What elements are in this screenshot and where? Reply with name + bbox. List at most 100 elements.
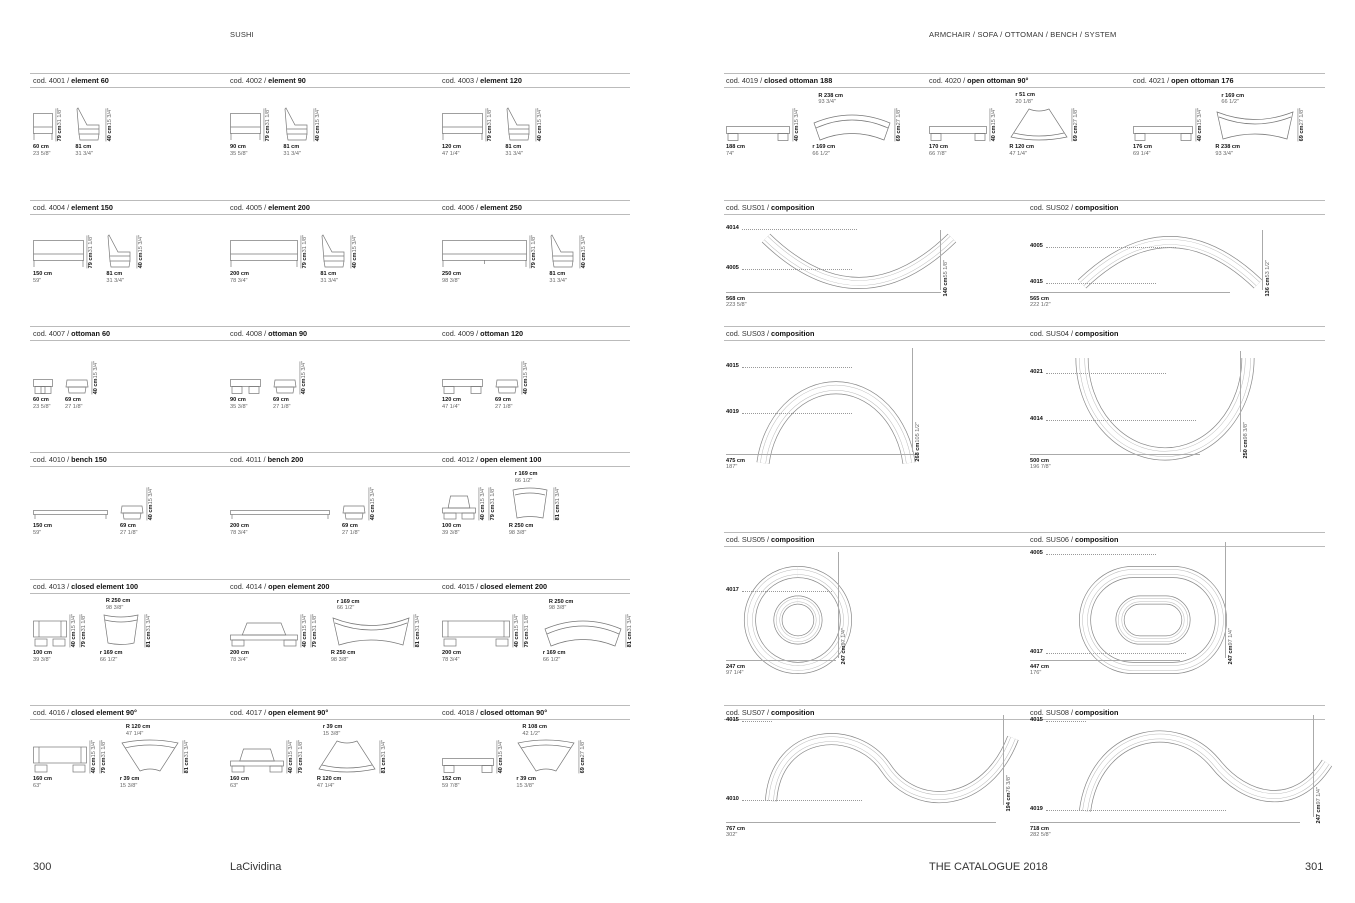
- module-label: 4021: [1030, 369, 1043, 375]
- product-title: cod. 4018 / closed ottoman 90°: [442, 708, 547, 717]
- open-element-front-drawing: [230, 622, 298, 647]
- dimension-cm: 40 cm: [288, 757, 294, 774]
- dimension-cm: 500 cm: [1030, 458, 1049, 464]
- dimension-inch: 76 3/8": [1006, 775, 1012, 793]
- dimension-inch: 15 3/4": [991, 107, 997, 126]
- dimension-cm: 40 cm: [315, 125, 322, 142]
- view-row: [33, 379, 53, 395]
- dimension-cm: 100 cm: [442, 523, 461, 530]
- product-title: cod. 4006 / element 250: [442, 203, 522, 212]
- curved-wide-open-drawing: [1216, 111, 1294, 140]
- side-view-drawing: [551, 234, 574, 268]
- ottoman-front-drawing: [1133, 126, 1193, 142]
- dimension-inch: 31 3/4": [145, 613, 152, 632]
- dimension-inch: 66 7/8": [929, 150, 947, 157]
- composition-title: cod. SUS03 / composition: [726, 329, 814, 338]
- composition-title: cod. SUS05 / composition: [726, 535, 814, 544]
- product-name: ottoman 60: [71, 329, 111, 338]
- module-leader-line: [1046, 653, 1186, 654]
- module-label: 4017: [1030, 649, 1043, 655]
- dimension-inch: 47 1/4": [125, 730, 144, 737]
- product-name: element 200: [268, 203, 310, 212]
- width-dimension-line: [1030, 660, 1180, 661]
- dimension-cm: 767 cm: [726, 826, 745, 832]
- module-leader-line: [1046, 283, 1156, 284]
- dimension-inch: 31 3/4": [549, 277, 567, 284]
- dimension-cm: 40 cm: [514, 631, 520, 648]
- dimension-inch: 31 3/4": [554, 486, 561, 505]
- dimension-inch: 55 1/8": [943, 260, 949, 278]
- product-title: cod. 4009 / ottoman 120: [442, 329, 523, 338]
- closed-element-front-drawing: [442, 620, 510, 647]
- dimension-cm: 79 cm: [57, 125, 63, 142]
- dimension-cm: 200 cm: [230, 523, 249, 530]
- dimension-inch: 282 5/8": [1030, 832, 1051, 839]
- divider-line: [30, 326, 630, 327]
- ottoman-side-drawing: [65, 379, 89, 394]
- dimension-cm: 160 cm: [230, 776, 249, 783]
- dimension-inch: 31 3/4": [106, 277, 124, 284]
- dimension-inch: 27 1/8": [120, 529, 138, 536]
- side-view-drawing: [322, 234, 345, 268]
- page-number-left: 300: [33, 861, 52, 873]
- dimension-cm: 447 cm: [1030, 664, 1049, 670]
- composition-name: composition: [771, 329, 815, 338]
- view-row: [230, 379, 261, 395]
- front-view-drawing: [33, 113, 53, 141]
- product-code: cod. 4003 /: [442, 76, 481, 85]
- dimension-inch: 31 1/8": [302, 234, 308, 253]
- module-label: 4015: [726, 363, 739, 369]
- dimension-cm: r 39 cm: [516, 776, 536, 783]
- dimension-inch: 31 1/8": [298, 739, 305, 758]
- composition-code: cod. SUS06 /: [1030, 535, 1076, 544]
- dimension-inch: 15 3/4": [352, 234, 359, 253]
- dimension-cm: 69 cm: [580, 757, 587, 774]
- dimension-cm: 79 cm: [487, 125, 493, 142]
- divider-line: [724, 719, 1325, 720]
- dimension-inch: 15 3/4": [315, 107, 322, 126]
- curved-wide-open-drawing: [332, 617, 410, 646]
- module-label: 4005: [1030, 243, 1043, 249]
- dimension-cm: r 39 cm: [322, 724, 343, 731]
- curved-wide-closed-drawing: [544, 620, 622, 647]
- ottoman-side-drawing: [120, 505, 144, 520]
- product-title: cod. 4007 / ottoman 60: [33, 329, 110, 338]
- dimension-cm: 79 cm: [524, 631, 531, 648]
- composition-plan-drawing: [743, 566, 852, 674]
- module-label: 4005: [1030, 550, 1043, 556]
- dimension-cm: 250 cm: [1243, 439, 1249, 459]
- product-title: cod. 4008 / ottoman 90: [230, 329, 307, 338]
- quarter-open-drawing: [1010, 108, 1068, 141]
- dimension-inch: 31 1/8": [312, 613, 319, 632]
- module-label: 4015: [1030, 279, 1043, 285]
- dimension-cm: 81 cm: [283, 144, 300, 151]
- dimension-inch: 98 3/8": [1243, 422, 1249, 440]
